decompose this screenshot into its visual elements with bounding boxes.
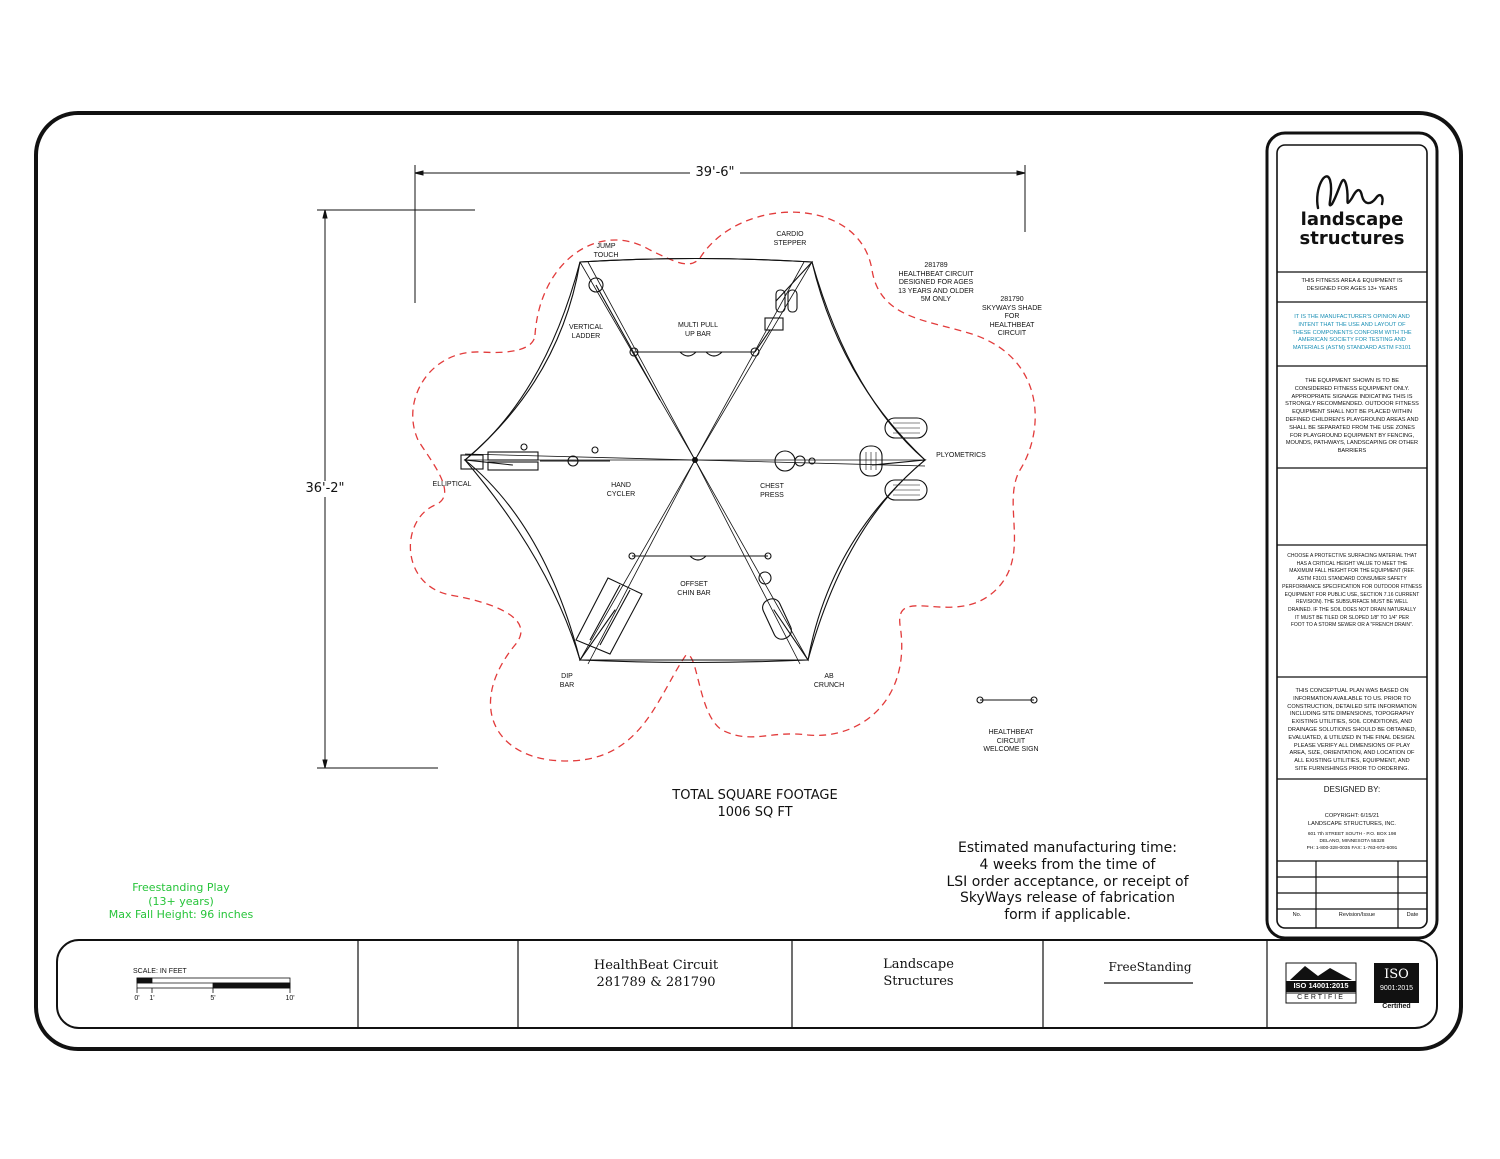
surfacing-notice: CHOOSE A PROTECTIVE SURFACING MATERIAL T… xyxy=(1282,553,1422,629)
side-panel-outer xyxy=(1265,131,1439,940)
logo-mark xyxy=(1316,175,1384,210)
logo-wordmark: landscape structures xyxy=(1281,210,1423,248)
age-notice: THIS FITNESS AREA & EQUIPMENT IS DESIGNE… xyxy=(1301,278,1403,292)
company-name: Landscape Structures xyxy=(883,957,954,989)
revision-header-no: No. xyxy=(1292,912,1302,918)
label-multi-pull-up-bar: MULTI PULL UP BAR xyxy=(678,322,718,338)
scale-tick-10: 10' xyxy=(285,995,295,1002)
scale-tick-1: 1' xyxy=(149,995,155,1002)
label-elliptical: ELLIPTICAL xyxy=(432,481,472,488)
scale-tick-5: 5' xyxy=(210,995,216,1002)
iso-9001-sub: 9001:2015 xyxy=(1379,985,1414,992)
sheet-outer-border xyxy=(34,111,1463,1051)
project-title: HealthBeat Circuit 281789 & 281790 xyxy=(593,958,719,990)
scale-tick-0: 0' xyxy=(134,995,140,1002)
label-cardio-stepper: CARDIO STEPPER xyxy=(773,231,807,247)
label-dip-bar: DIP BAR xyxy=(559,673,575,689)
label-hand-cycler: HAND CYCLER xyxy=(606,482,636,498)
logo-line-2: structures xyxy=(1299,228,1405,249)
side-panel-inner xyxy=(1276,144,1428,929)
manufacturing-time-note: Estimated manufacturing time: 4 weeks fr… xyxy=(946,840,1189,924)
label-plyometrics: PLYOMETRICS xyxy=(936,452,986,459)
designed-by: DESIGNED BY: xyxy=(1323,785,1381,794)
iso-9001-logo xyxy=(1374,963,1419,1003)
label-offset-chin-bar: OFFSET CHIN BAR xyxy=(677,581,711,597)
iso-9001-cert: Certified xyxy=(1382,1003,1411,1010)
installation-type: FreeStanding xyxy=(1108,960,1192,974)
iso-14001-logo xyxy=(1285,962,1357,1004)
callout-welcome-sign: HEALTHBEAT CIRCUIT WELCOME SIGN xyxy=(983,729,1039,753)
callout-skyways-shade: 281790 SKYWAYS SHADE FOR HEALTHBEAT CIRC… xyxy=(982,296,1042,337)
iso-9001-text: ISO xyxy=(1384,967,1409,982)
iso-14001-sub: CERTIFIE xyxy=(1297,994,1345,1001)
sheet-inner-border xyxy=(56,939,1438,1029)
label-ab-crunch: AB CRUNCH xyxy=(813,673,845,689)
square-footage-value: 1006 SQ FT xyxy=(717,805,793,820)
company-address: 601 7th STREET SOUTH - P.O. BOX 198 DELA… xyxy=(1306,832,1398,851)
astm-notice: IT IS THE MANUFACTURER'S OPINION AND INT… xyxy=(1292,314,1412,352)
callout-healthbeat-circuit: 281789 HEALTHBEAT CIRCUIT DESIGNED FOR A… xyxy=(898,262,974,303)
scale-label: SCALE: IN FEET xyxy=(133,968,187,975)
equipment-notice: THE EQUIPMENT SHOWN IS TO BE CONSIDERED … xyxy=(1285,378,1419,455)
equipment-glyphs xyxy=(460,277,1038,704)
iso-14001-text: ISO 14001:2015 xyxy=(1293,981,1349,990)
label-chest-press: CHEST PRESS xyxy=(760,483,784,499)
copyright-note: COPYRIGHT: 6/15/21 LANDSCAPE STRUCTURES,… xyxy=(1308,813,1396,827)
revision-header-date: Date xyxy=(1406,912,1419,918)
plan-notice: THIS CONCEPTUAL PLAN WAS BASED ON INFORM… xyxy=(1287,688,1417,772)
label-vertical-ladder: VERTICAL LADDER xyxy=(568,324,604,340)
square-footage-title: TOTAL SQUARE FOOTAGE xyxy=(672,788,838,803)
skyways-shade-canopy xyxy=(463,257,927,664)
dimension-height: 36'-2" xyxy=(298,481,352,497)
freestanding-play-note: Freestanding Play (13+ years) Max Fall H… xyxy=(108,881,254,921)
scale-bar xyxy=(136,977,291,993)
revision-header-issue: Revision/Issue xyxy=(1338,912,1376,918)
dimension-lines xyxy=(317,165,1026,769)
logo-line-1: landscape xyxy=(1300,209,1404,230)
dimension-width: 39'-6" xyxy=(690,165,740,181)
use-zone-boundary xyxy=(409,211,1036,762)
label-jump-touch: JUMP TOUCH xyxy=(593,243,619,259)
